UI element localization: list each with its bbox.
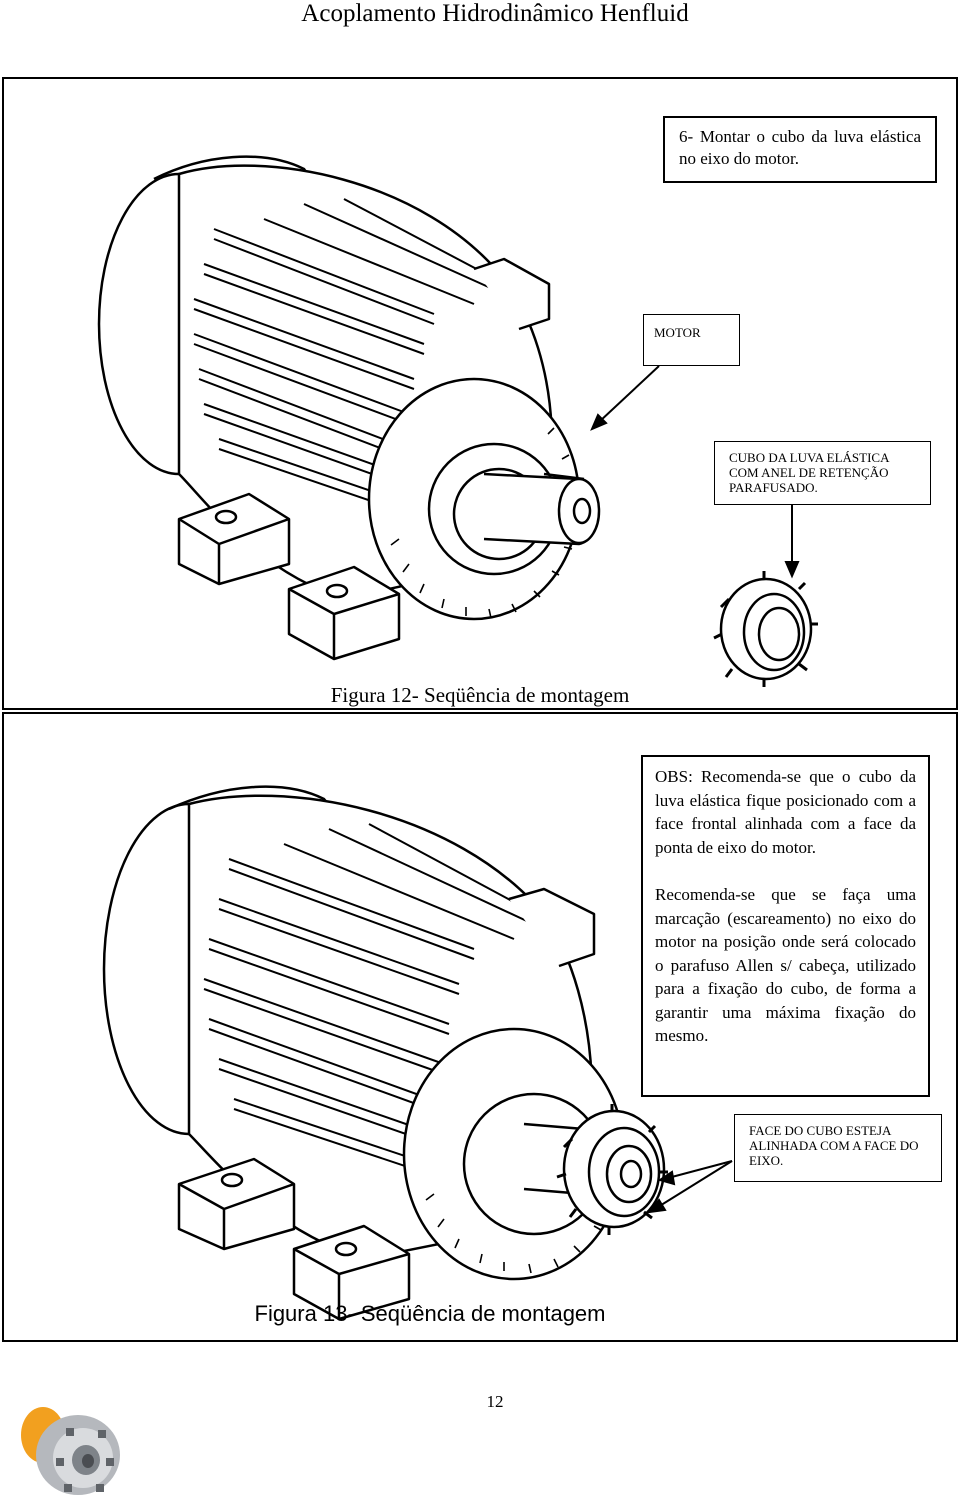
step-note-box: 6- Montar o cubo da luva elástica no eix… [663, 116, 937, 183]
figure-12-caption: Figura 12- Seqüência de montagem [330, 683, 630, 707]
coupling-logo-icon [21, 1407, 120, 1495]
page-header-title: Acoplamento Hidrodinâmico Henfluid [301, 0, 689, 27]
obs-note-box: OBS: Recomenda-se que o cubo da luva elá… [641, 755, 930, 1097]
step-note-text: 6- Montar o cubo da luva elástica no eix… [679, 127, 921, 168]
motor-label: MOTOR [654, 325, 701, 340]
page-number: 12 [486, 1392, 504, 1411]
figure-13-caption: Figura 13- Seqüência de montagem [254, 1301, 606, 1326]
recommendation-text: Recomenda-se que se faça uma marcação (e… [655, 885, 916, 1045]
motor-label-box: MOTOR [643, 314, 740, 366]
figure-12-frame: 6- Montar o cubo da luva elástica no eix… [2, 77, 958, 710]
face-label-box: FACE DO CUBO ESTEJA ALINHADA COM A FACE … [734, 1114, 942, 1182]
figure-13-frame: OBS: Recomenda-se que o cubo da luva elá… [2, 712, 958, 1342]
hub-label-box: CUBO DA LUVA ELÁSTICA COM ANEL DE RETENÇ… [714, 441, 931, 505]
hub-label: CUBO DA LUVA ELÁSTICA COM ANEL DE RETENÇ… [729, 450, 889, 495]
motor-drawing-fig13 [102, 785, 733, 1321]
motor-drawing-fig12 [97, 155, 818, 687]
face-label: FACE DO CUBO ESTEJA ALINHADA COM A FACE … [749, 1123, 919, 1168]
obs-note-text: OBS: Recomenda-se que o cubo da luva elá… [655, 767, 916, 857]
